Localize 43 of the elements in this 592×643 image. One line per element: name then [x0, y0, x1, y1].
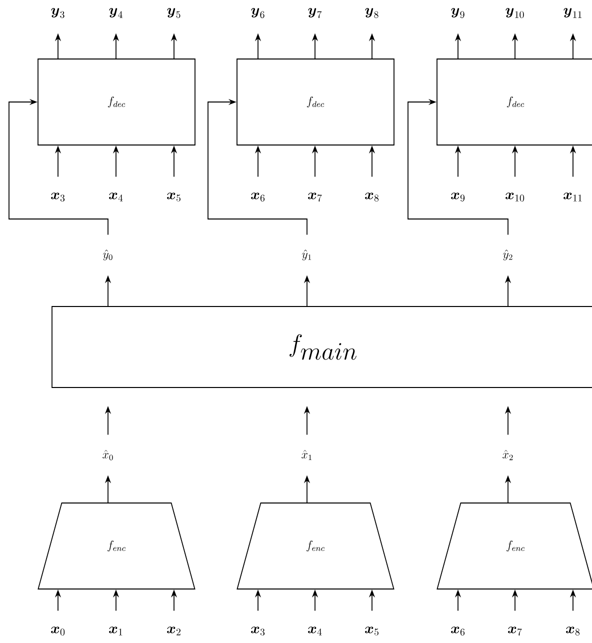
input-label: $\boldsymbol{x}_{7}$ [308, 192, 322, 202]
input-label: $\boldsymbol{x}_{8}$ [365, 192, 379, 202]
input-label: $\boldsymbol{x}_{4}$ [109, 192, 123, 202]
output-label: $\boldsymbol{y}_{4}$ [109, 8, 122, 18]
input-label: $\boldsymbol{x}_{5}$ [365, 626, 378, 636]
input-label: $\boldsymbol{x}_{5}$ [167, 192, 180, 202]
input-label: $\boldsymbol{x}_{0}$ [51, 626, 65, 636]
decoder-box: $f_{dec}$ [38, 58, 196, 146]
variable-label: $\hat{y}_{2}$ [503, 250, 512, 260]
output-label: $\boldsymbol{y}_{9}$ [451, 8, 464, 18]
input-label: $\boldsymbol{x}_{4}$ [308, 626, 322, 636]
output-label: $\boldsymbol{y}_{7}$ [308, 8, 322, 18]
output-label: $\boldsymbol{y}_{11}$ [564, 8, 582, 18]
output-label: $\boldsymbol{y}_{5}$ [167, 8, 180, 18]
main-model-box: $f_{main}$ [52, 306, 592, 388]
output-label: $\boldsymbol{y}_{8}$ [365, 8, 378, 18]
output-label: $\boldsymbol{y}_{6}$ [251, 8, 264, 18]
input-label: $\boldsymbol{x}_{9}$ [451, 192, 465, 202]
decoder-box: $f_{dec}$ [436, 58, 592, 146]
arrow [8, 98, 108, 236]
input-label: $\boldsymbol{x}_{6}$ [451, 626, 465, 636]
input-label: $\boldsymbol{x}_{11}$ [564, 192, 582, 202]
variable-label: $\hat{x}_{0}$ [102, 450, 113, 460]
output-label: $\boldsymbol{y}_{3}$ [51, 8, 64, 18]
variable-label: $\hat{x}_{2}$ [502, 450, 513, 460]
input-label: $\boldsymbol{x}_{2}$ [167, 626, 180, 636]
input-label: $\boldsymbol{x}_{3}$ [251, 626, 265, 636]
arrow [408, 98, 508, 236]
input-label: $\boldsymbol{x}_{10}$ [506, 192, 524, 202]
variable-label: $\hat{x}_{1}$ [302, 450, 312, 460]
decoder-box: $f_{dec}$ [236, 58, 394, 146]
encoder-trapezoid: $f_{enc}$ [236, 502, 394, 590]
output-label: $\boldsymbol{y}_{10}$ [506, 8, 524, 18]
input-label: $\boldsymbol{x}_{6}$ [251, 192, 265, 202]
variable-label: $\hat{y}_{1}$ [302, 250, 312, 260]
variable-label: $\hat{y}_{0}$ [103, 250, 112, 260]
input-label: $\boldsymbol{x}_{3}$ [51, 192, 65, 202]
input-label: $\boldsymbol{x}_{7}$ [508, 626, 522, 636]
encoder-trapezoid: $f_{enc}$ [436, 502, 592, 590]
input-label: $\boldsymbol{x}_{1}$ [109, 626, 122, 636]
encoder-trapezoid: $f_{enc}$ [38, 502, 196, 590]
input-label: $\boldsymbol{x}_{8}$ [566, 626, 580, 636]
arrow [208, 98, 308, 236]
